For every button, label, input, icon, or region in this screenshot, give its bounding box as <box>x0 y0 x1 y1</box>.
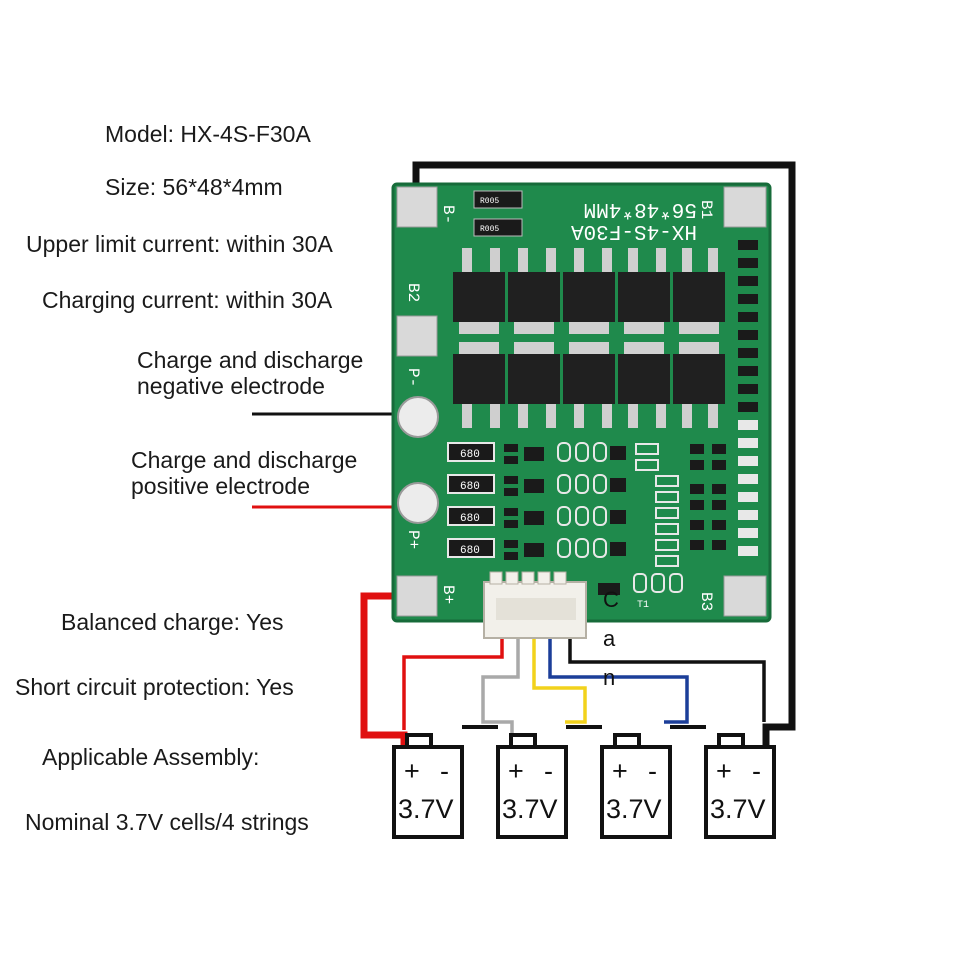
shunt-resistor-2-label: R005 <box>480 225 499 234</box>
balance-resistor-1-label: 680 <box>460 449 480 461</box>
pad-p-plus <box>397 482 439 524</box>
wire-balance-red <box>402 627 504 730</box>
battery-cell-2-voltage: 3.7V <box>502 794 558 824</box>
balance-resistor-2: 680 <box>447 474 495 494</box>
balance-resistor-2-label: 680 <box>460 481 480 493</box>
battery-cell-3-plus: + <box>612 756 628 786</box>
spec-negative-line1: Charge and discharge <box>137 347 364 373</box>
silk-t1: T1 <box>637 600 649 611</box>
battery-cell-3-voltage: 3.7V <box>606 794 662 824</box>
pad-p-minus <box>397 396 439 438</box>
silk-b-minus: B- <box>439 205 457 224</box>
spec-positive-line2: positive electrode <box>131 473 310 499</box>
balance-resistor-3-label: 680 <box>460 513 480 525</box>
spec-positive-line1: Charge and discharge <box>131 447 358 473</box>
spec-balanced-charge: Balanced charge: Yes <box>61 609 284 635</box>
spec-model: Model: HX-4S-F30A <box>105 121 311 147</box>
silk-b-plus: B+ <box>439 585 457 604</box>
battery-cell-1: + - 3.7V <box>392 733 464 839</box>
battery-cell-1-plus: + <box>404 756 420 786</box>
wire-black-b-minus <box>412 161 796 745</box>
pad-b-minus <box>396 186 438 228</box>
spec-nominal-cells: Nominal 3.7V cells/4 strings <box>25 809 309 835</box>
spec-negative-line2: negative electrode <box>137 373 325 399</box>
pad-b-plus <box>396 575 438 617</box>
wire-balance-black <box>568 627 766 722</box>
silk-model: HX-4S-F30A <box>571 219 697 242</box>
battery-cell-4-voltage: 3.7V <box>710 794 766 824</box>
battery-cell-1-minus: - <box>440 756 449 786</box>
silk-b1: B1 <box>697 200 715 219</box>
pad-b3 <box>723 575 767 617</box>
balance-resistor-4: 680 <box>447 538 495 558</box>
mosfet-row-bottom <box>453 342 725 428</box>
pad-b1 <box>723 186 767 228</box>
smd-column-right <box>738 240 758 556</box>
silk-b3: B3 <box>697 592 715 611</box>
battery-cell-2: + - 3.7V <box>496 733 568 839</box>
battery-cell-4-minus: - <box>752 756 761 786</box>
pad-b2 <box>396 315 438 357</box>
battery-cell-2-plus: + <box>508 756 524 786</box>
balance-connector <box>483 571 587 639</box>
silk-p-plus: P+ <box>404 530 422 549</box>
balance-resistor-4-label: 680 <box>460 545 480 557</box>
spec-applicable-assembly: Applicable Assembly: <box>42 744 260 770</box>
wire-balance-blue <box>548 627 689 724</box>
balance-resistor-3: 680 <box>447 506 495 526</box>
spec-size: Size: 56*48*4mm <box>105 174 283 200</box>
spec-upper-limit: Upper limit current: within 30A <box>26 231 333 257</box>
mosfet-row-top <box>453 248 725 334</box>
battery-cell-4: + - 3.7V <box>704 733 776 839</box>
battery-cell-4-plus: + <box>716 756 732 786</box>
wire-balance-yellow <box>532 627 587 724</box>
battery-cell-3-minus: - <box>648 756 657 786</box>
shunt-resistor-1: R005 <box>473 190 523 209</box>
silk-p-minus: P- <box>404 368 422 387</box>
shunt-resistor-2: R005 <box>473 218 523 237</box>
battery-cell-2-minus: - <box>544 756 553 786</box>
shunt-resistor-1-label: R005 <box>480 197 499 206</box>
battery-cell-3: + - 3.7V <box>600 733 672 839</box>
balance-circuit-parts <box>504 442 726 595</box>
silk-b2: B2 <box>404 283 422 302</box>
silk-dimensions: 56*48*4MM <box>584 197 697 220</box>
spec-short-circuit: Short circuit protection: Yes <box>15 674 294 700</box>
wire-balance-gray <box>481 627 520 745</box>
battery-cell-1-voltage: 3.7V <box>398 794 454 824</box>
spec-charging-current: Charging current: within 30A <box>42 287 333 313</box>
wire-red-b-plus <box>360 592 408 745</box>
balance-resistor-1: 680 <box>447 442 495 462</box>
connector-letter-a: a <box>603 626 616 651</box>
connector-letter-n: n <box>603 665 615 690</box>
connector-letter-c: C <box>603 587 619 612</box>
